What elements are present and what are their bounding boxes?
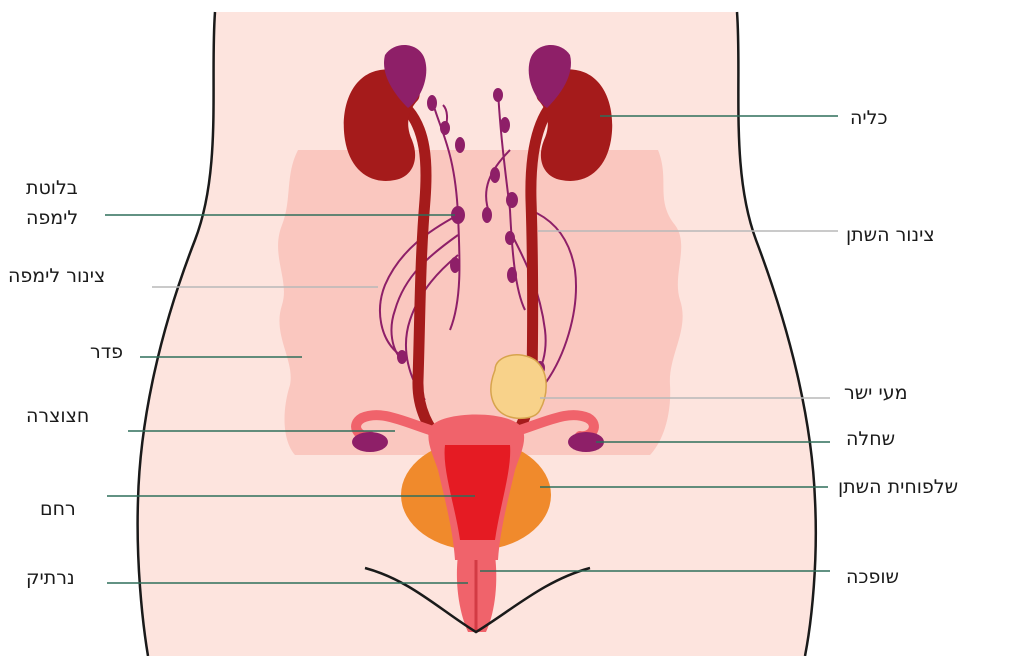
label-uterus: רחם [40,497,76,521]
label-vagina: נרתיק [26,566,75,590]
label-bladder: שלפוחית השתן [838,475,958,499]
label-lymph-node-line2: לימפה [26,206,78,230]
label-kidney: כליה [850,106,888,130]
label-pelvis: פדר [90,340,123,364]
label-ureter: צינור השתן [846,223,935,247]
label-ovary: שחלה [846,427,895,451]
label-lymph-vessel: צינור לימפה [8,264,105,288]
pelvis-shape [278,150,683,455]
label-lymph-node-line1: בלוטת [26,176,78,200]
label-urethra: שופכה [846,565,899,589]
label-rectum: מעי ישר [844,381,908,405]
rectum-shape [491,355,546,418]
ovary-left [352,432,388,452]
label-fallopian-tube: חצוצרה [26,404,89,428]
